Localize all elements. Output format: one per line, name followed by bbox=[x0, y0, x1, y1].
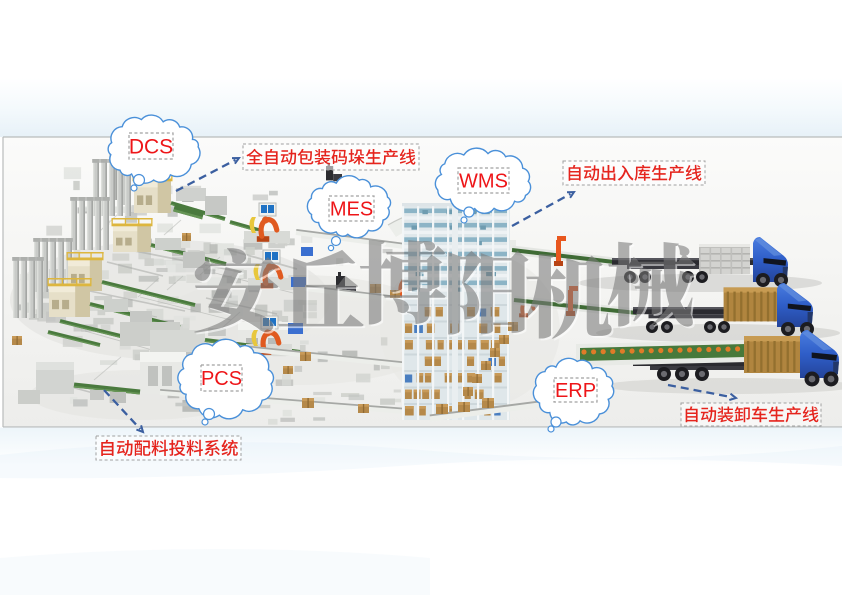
svg-text:DCS: DCS bbox=[129, 136, 173, 159]
svg-text:WMS: WMS bbox=[459, 171, 508, 193]
svg-text:ERP: ERP bbox=[555, 380, 596, 402]
svg-text:MES: MES bbox=[330, 199, 373, 221]
svg-text:PCS: PCS bbox=[201, 368, 242, 390]
